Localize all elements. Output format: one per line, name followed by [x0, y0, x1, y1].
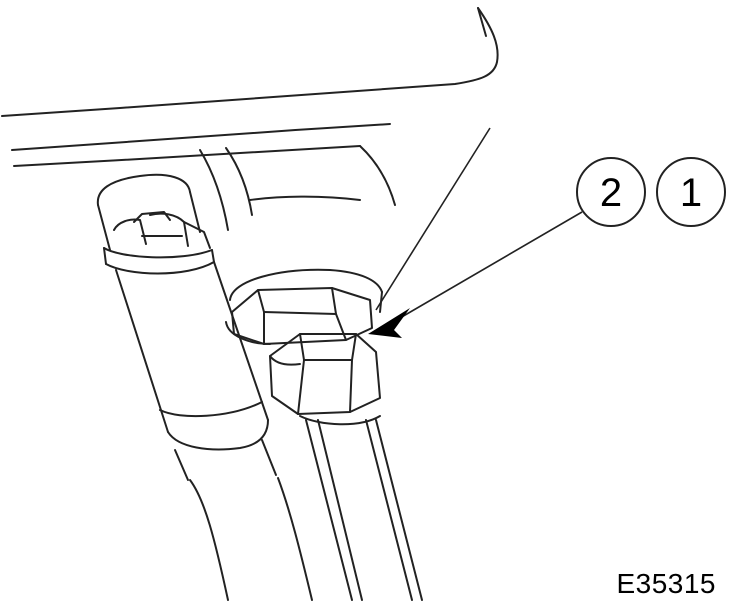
hose-left: [96, 173, 313, 601]
callout-1: 1: [656, 157, 726, 227]
callout-label-1: 1: [680, 171, 702, 215]
callout-2: 2: [576, 157, 646, 227]
figure-id: E35315: [616, 568, 716, 599]
arrowhead-icon: [368, 308, 410, 338]
leader-lines: [375, 127, 583, 319]
leader-line-1: [375, 127, 491, 311]
housing-outline: [1, 7, 499, 231]
callout-circle-2: [576, 157, 646, 227]
leader-line-2: [399, 211, 583, 319]
callout-label-2: 2: [600, 171, 622, 215]
callout-circle-1: [656, 157, 726, 227]
pipe-fitting: [225, 268, 423, 601]
hose-clamp: [103, 211, 215, 275]
